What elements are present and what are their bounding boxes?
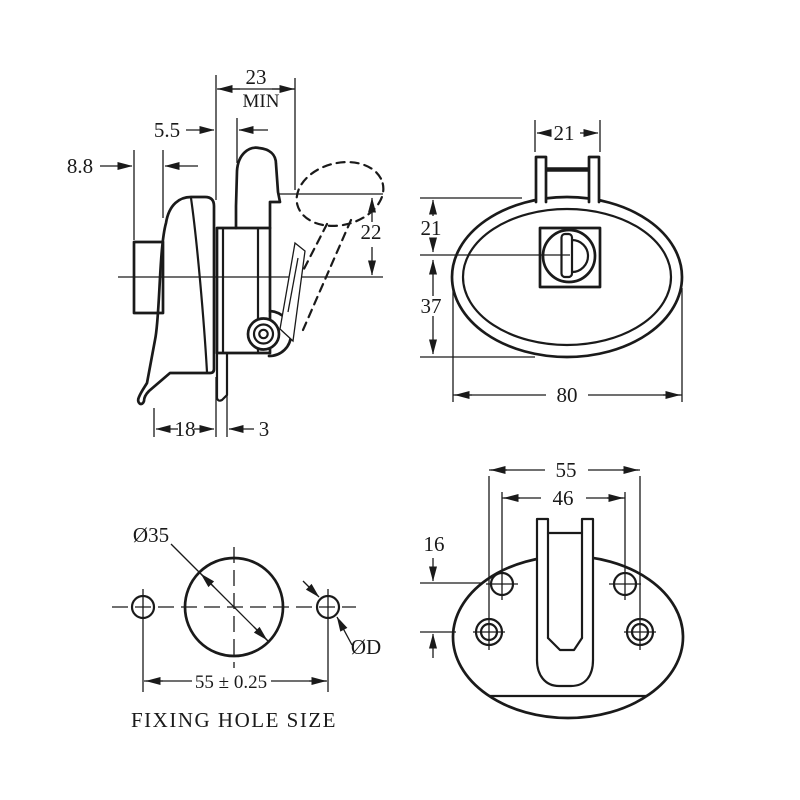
dim-8-8: 8.8 xyxy=(67,154,93,178)
side-outlines xyxy=(132,146,306,406)
front-dimension-labels: 21 21 37 80 xyxy=(421,121,578,407)
paddle-handle xyxy=(136,195,216,406)
dim-22: 22 xyxy=(361,220,382,244)
dim-18: 18 xyxy=(175,417,196,441)
keyway-d-arc xyxy=(570,238,590,274)
dim-16: 16 xyxy=(424,532,445,556)
side-view: 23 MIN 5.5 8.8 22 18 3 xyxy=(67,65,385,441)
side-dimension-arrows xyxy=(100,85,376,433)
back-dimension-labels: 55 46 16 xyxy=(424,458,577,556)
dim-55-tol: 55 ± 0.25 xyxy=(195,672,267,693)
dim-dia-35: Ø35 xyxy=(133,523,169,547)
face-oval-outer xyxy=(450,195,684,359)
spring-channel-fill xyxy=(537,519,593,687)
dim-3: 3 xyxy=(259,417,270,441)
body-foot xyxy=(215,351,229,402)
pivot-rivet-center xyxy=(258,328,269,340)
fixing-center-lines xyxy=(112,547,356,692)
fixing-labels: Ø35 ØD 55 ± 0.25 FIXING HOLE SIZE xyxy=(131,523,381,732)
back-dimension-lines xyxy=(420,466,641,658)
back-view: 55 46 16 xyxy=(420,458,685,720)
spring-channel xyxy=(535,517,595,688)
fixing-hole-view: Ø35 ØD 55 ± 0.25 FIXING HOLE SIZE xyxy=(112,523,381,732)
latch-hook xyxy=(234,146,282,230)
fixing-caption: FIXING HOLE SIZE xyxy=(131,708,337,732)
side-dimension-labels: 23 MIN 5.5 8.8 22 18 3 xyxy=(67,65,382,441)
barrel-rear xyxy=(132,240,165,315)
dim-5-5: 5.5 xyxy=(154,118,180,142)
dim-80: 80 xyxy=(557,383,578,407)
front-dimension-arrows xyxy=(429,129,681,399)
dim-dia-d: ØD xyxy=(351,635,381,659)
handle-crease xyxy=(189,196,209,374)
dim-21-top: 21 xyxy=(554,121,575,145)
dim-55-back: 55 xyxy=(556,458,577,482)
dim-46: 46 xyxy=(553,486,574,510)
face-oval-rim xyxy=(461,207,673,347)
dim-23: 23 xyxy=(246,65,267,89)
dim-37: 37 xyxy=(421,294,442,318)
front-extension-lines xyxy=(420,120,683,402)
dim-21-left: 21 xyxy=(421,216,442,240)
hook-post-left xyxy=(534,155,548,204)
hook-post-right xyxy=(587,155,601,204)
dim-min-label: MIN xyxy=(243,91,280,112)
spring-clip xyxy=(279,241,306,343)
lock-body xyxy=(215,226,272,355)
fixing-annotations xyxy=(144,543,353,685)
front-view: 21 21 37 80 xyxy=(420,120,684,407)
